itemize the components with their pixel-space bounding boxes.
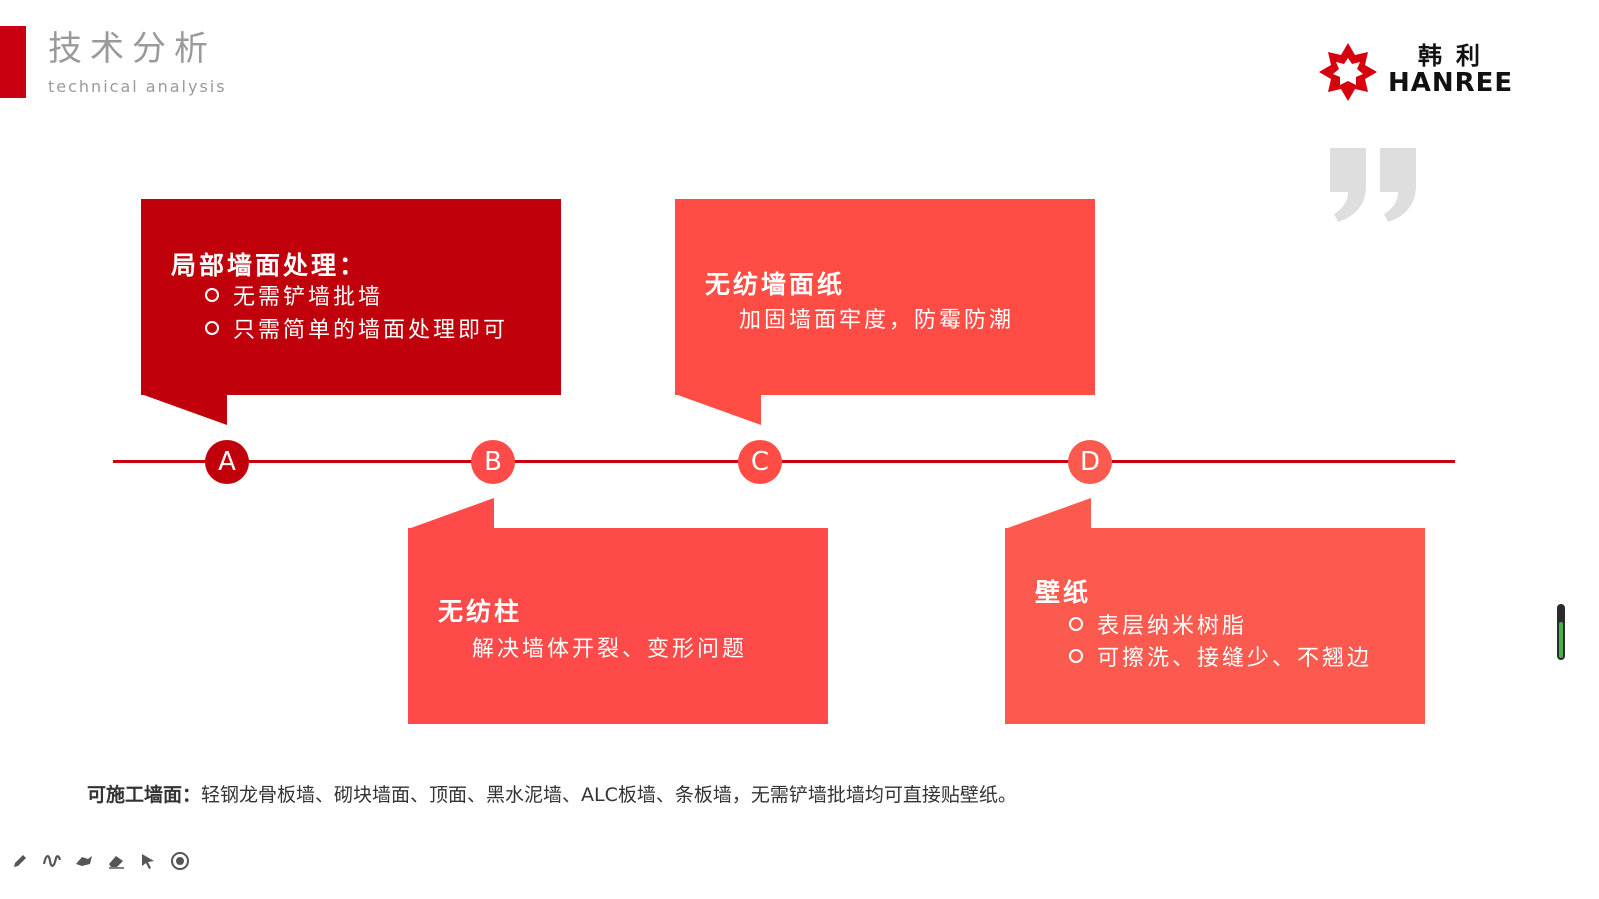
timeline-line xyxy=(113,460,1455,463)
timeline-node-d: D xyxy=(1068,440,1112,484)
pointer-icon[interactable] xyxy=(138,851,158,871)
record-icon[interactable] xyxy=(170,851,190,871)
page-subtitle: technical analysis xyxy=(48,77,227,96)
callout-c-item: 加固墙面牢度，防霉防潮 xyxy=(739,308,1015,333)
footnote-text: 轻钢龙骨板墙、砌块墙面、顶面、黑水泥墙、ALC板墙、条板墙，无需铲墙批墙均可直接… xyxy=(201,784,1017,806)
callout-b-item: 解决墙体开裂、变形问题 xyxy=(472,637,748,662)
timeline-node-a: A xyxy=(205,440,249,484)
callout-box-d: 壁纸 表层纳米树脂 可擦洗、接缝少、不翘边 xyxy=(1005,528,1425,724)
callout-a-pointer xyxy=(141,394,227,425)
logo-name-en: HANREE xyxy=(1388,68,1514,98)
page-title: 技术分析 xyxy=(48,29,216,69)
timeline-node-c: C xyxy=(738,440,782,484)
callout-box-a: 局部墙面处理： 无需铲墙批墙 只需简单的墙面处理即可 xyxy=(141,199,561,395)
bullet-icon xyxy=(205,288,219,302)
callout-d-item: 表层纳米树脂 xyxy=(1069,616,1247,638)
logo-emblem-icon xyxy=(1319,43,1377,101)
quote-mark-icon xyxy=(1330,148,1416,222)
callout-d-title: 壁纸 xyxy=(1035,578,1092,607)
logo-name-cn: 韩利 xyxy=(1418,42,1494,70)
pen-icon[interactable] xyxy=(10,851,30,871)
eraser-icon[interactable] xyxy=(106,851,126,871)
title-accent-bar xyxy=(0,26,26,98)
callout-b-pointer xyxy=(408,498,494,529)
scroll-indicator[interactable] xyxy=(1557,604,1565,660)
highlighter-icon[interactable] xyxy=(74,851,94,871)
bullet-icon xyxy=(1069,617,1083,631)
brand-logo xyxy=(1316,42,1526,102)
callout-d-item: 可擦洗、接缝少、不翘边 xyxy=(1069,648,1372,670)
callout-a-title: 局部墙面处理： xyxy=(171,251,368,280)
callout-box-c: 无纺墙面纸 加固墙面牢度，防霉防潮 xyxy=(675,199,1095,395)
timeline-node-b: B xyxy=(471,440,515,484)
callout-d-pointer xyxy=(1005,498,1091,529)
callout-b-title: 无纺柱 xyxy=(438,597,523,626)
footnote-label: 可施工墙面： xyxy=(87,784,202,806)
callout-c-pointer xyxy=(675,394,761,425)
callout-c-title: 无纺墙面纸 xyxy=(705,270,846,299)
bullet-icon xyxy=(1069,649,1083,663)
callout-box-b: 无纺柱 解决墙体开裂、变形问题 xyxy=(408,528,828,724)
callout-a-item: 无需铲墙批墙 xyxy=(205,287,383,309)
presentation-toolbar xyxy=(10,850,190,872)
bullet-icon xyxy=(205,321,219,335)
footnote: 可施工墙面：轻钢龙骨板墙、砌块墙面、顶面、黑水泥墙、ALC板墙、条板墙，无需铲墙… xyxy=(87,786,1017,805)
callout-a-item: 只需简单的墙面处理即可 xyxy=(205,320,508,342)
ink-icon[interactable] xyxy=(42,851,62,871)
